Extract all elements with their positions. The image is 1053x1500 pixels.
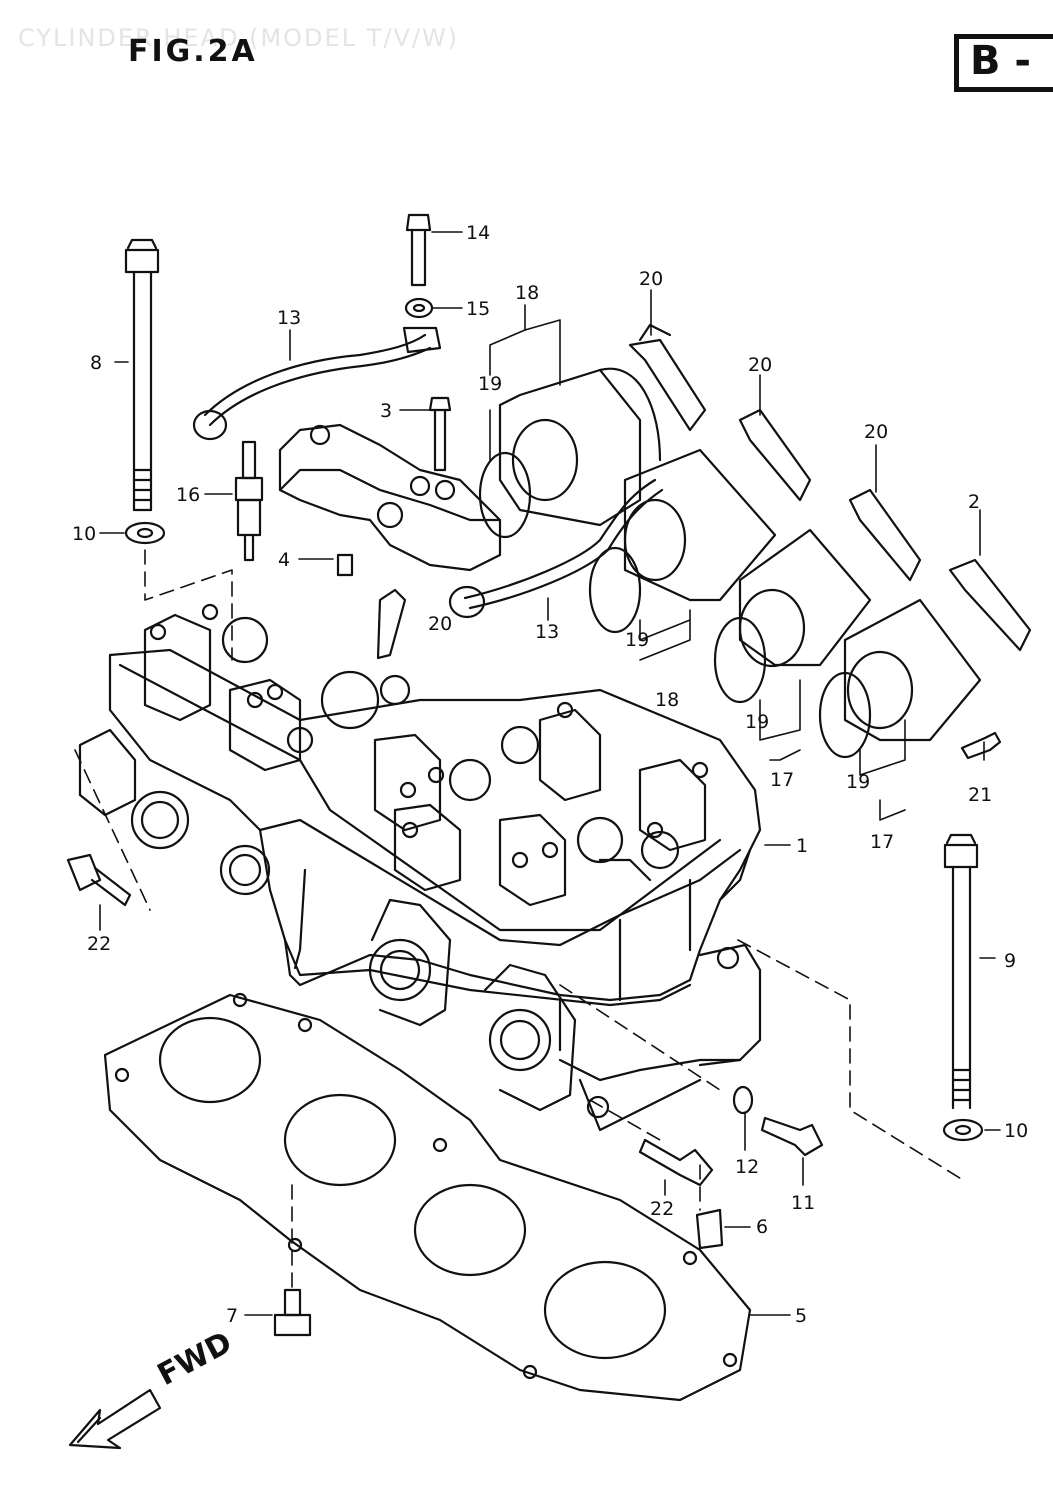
callout-label: 22 <box>650 1198 674 1220</box>
callout-label: 20 <box>639 268 663 290</box>
callout-label: 1 <box>796 835 808 857</box>
callout-label: 3 <box>380 400 392 422</box>
callout-label: 13 <box>535 621 559 643</box>
callout-label: 22 <box>87 933 111 955</box>
callout-label: 4 <box>278 549 290 571</box>
section-label: B - <box>970 38 1032 84</box>
cylinder-head-part <box>78 603 762 1132</box>
fastener-part <box>66 853 824 1337</box>
small-bolt-part <box>336 213 452 660</box>
leader-lines <box>99 231 1001 1316</box>
callout-label: 13 <box>277 307 301 329</box>
callout-label: 14 <box>466 222 490 244</box>
callout-labels: 14 15 18 20 13 8 3 19 20 16 20 10 4 2 20… <box>72 222 1028 1327</box>
callout-label: 18 <box>515 282 539 304</box>
callout-label: 6 <box>756 1216 768 1238</box>
figure-title: FIG.2A <box>128 34 258 69</box>
watermark-title: CYLINDER HEAD (MODEL T/V/W) <box>18 24 460 52</box>
callout-label: 17 <box>770 769 794 791</box>
section-badge <box>954 34 1053 92</box>
callout-label: 16 <box>176 484 200 506</box>
callout-label: 21 <box>968 784 992 806</box>
callout-label: 19 <box>745 711 769 733</box>
callout-label: 2 <box>968 491 980 513</box>
callout-label: 19 <box>846 771 870 793</box>
forward-arrow-icon <box>68 1388 162 1450</box>
callout-label: 20 <box>864 421 888 443</box>
dashed-alignment-lines <box>74 549 964 1291</box>
callout-label: 11 <box>791 1192 815 1214</box>
callout-label: 20 <box>428 613 452 635</box>
callout-label: 10 <box>72 523 96 545</box>
long-bolt-part <box>124 238 979 1110</box>
callout-label: 8 <box>90 352 102 374</box>
callout-label: 15 <box>466 298 490 320</box>
callout-label: 18 <box>655 689 679 711</box>
callout-label: 10 <box>1004 1120 1028 1142</box>
callout-label: 19 <box>478 373 502 395</box>
cam-holder-part <box>278 423 502 572</box>
spark-plug-part <box>234 440 264 562</box>
callout-label: 9 <box>1004 950 1016 972</box>
callout-label: 17 <box>870 831 894 853</box>
callout-label: 7 <box>226 1305 238 1327</box>
gasket-part <box>103 992 752 1402</box>
intake-holder-part <box>478 323 1032 760</box>
callout-label: 19 <box>625 629 649 651</box>
callout-label: 20 <box>748 354 772 376</box>
washer-part <box>124 297 984 1142</box>
callout-label: 12 <box>735 1156 759 1178</box>
callout-label: 5 <box>795 1305 807 1327</box>
